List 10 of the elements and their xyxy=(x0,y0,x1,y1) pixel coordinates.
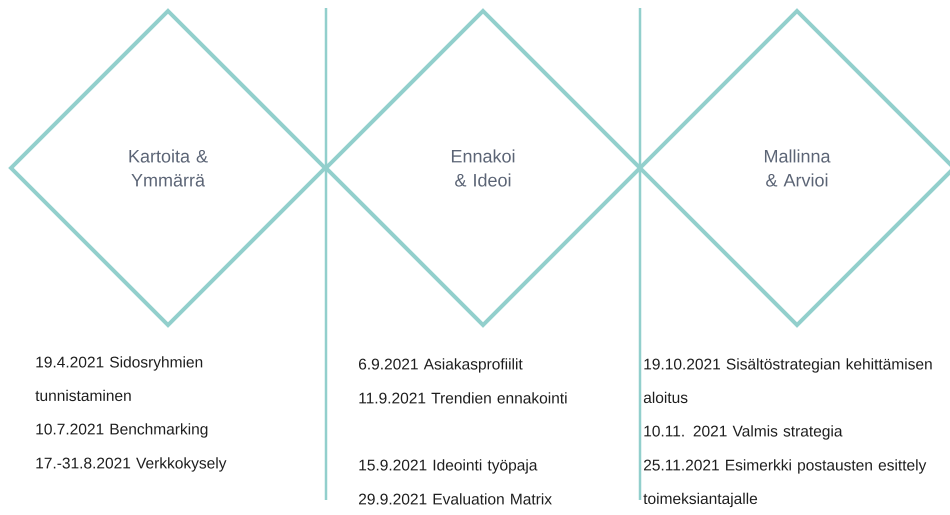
milestone-text: 15.9.2021 Ideointi työpaja xyxy=(359,459,538,474)
milestone-text: 19.4.2021 Sidosryhmien tunnistaminen xyxy=(35,356,202,402)
milestone-text: 10.11. 2021 Valmis strategia xyxy=(644,425,842,440)
milestone-text: 17.-31.8.2021 Verkkokysely xyxy=(36,457,226,472)
milestone-text: 19.10.2021 Sisältöstrategian kehittämisen aloitus xyxy=(644,358,932,404)
milestone-text: 11.9.2021 Trendien ennakointi xyxy=(359,392,567,404)
milestone-text: 10.7.2021 Benchmarking xyxy=(36,423,208,438)
milestone-text: 6.9.2021 Asiakasprofiilit xyxy=(359,358,523,373)
milestone-text: 25.11.2021 Esimerkki postausten esittely toimeksiantajalle xyxy=(643,459,926,508)
milestone-text: 29.9.2021 Evaluation Matrix xyxy=(359,493,552,505)
